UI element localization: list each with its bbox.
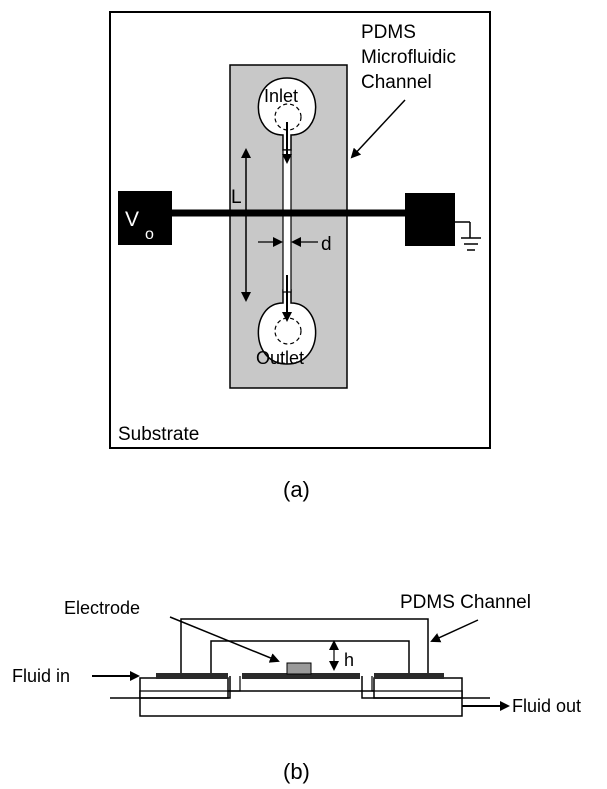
voltage-electrode-pad [118,191,172,245]
width-label: d [321,234,332,255]
panel-a-caption: (a) [283,477,310,502]
fluid-out-path-inner [371,676,462,692]
film-layer-left [156,673,228,679]
pdms-channel-label: PDMS Channel [400,592,531,613]
film-layer-center [242,673,360,679]
panel-b-caption: (b) [283,759,310,784]
fluid-out-label: Fluid out [512,696,581,716]
panel-a-top-view: PDMS Microfluidic Channel Inlet Outlet L… [109,11,491,502]
outlet-port-circle [274,317,302,345]
electrode-block [286,662,312,675]
substrate-label: Substrate [118,424,199,445]
electrode-label: Electrode [64,598,140,618]
voltage-subscript: o [145,226,154,243]
pdms-channel-pointer [430,619,479,643]
inlet-label: Inlet [264,86,298,106]
fluid-in-label: Fluid in [12,666,70,686]
inlet-port-circle [274,103,302,131]
ground-icon [455,221,481,251]
electrode-pointer [169,616,280,663]
ground-electrode-pad [405,193,455,246]
panel-b-cross-section: Electrode PDMS Channel h Fluid in Fluid … [12,592,581,784]
pdms-label-pointer [350,99,406,159]
channel-label-line3: Channel [361,72,432,93]
length-label: L [231,187,242,208]
top-substrate-left [139,677,229,699]
film-layer-right [374,673,444,679]
fluid-in-path-inner [140,676,241,692]
voltage-label: V [125,208,139,231]
channel-label-line2: Microfluidic [361,47,456,68]
microchannel [282,149,292,293]
fluid-in-path [110,676,231,699]
top-substrate-right [373,677,463,699]
fluid-out-path [361,676,490,699]
inlet-reservoir [257,77,317,151]
channel-label-line1: PDMS [361,22,416,43]
outlet-label: Outlet [256,348,304,368]
height-label: h [344,650,354,670]
outlet-reservoir [257,289,317,365]
